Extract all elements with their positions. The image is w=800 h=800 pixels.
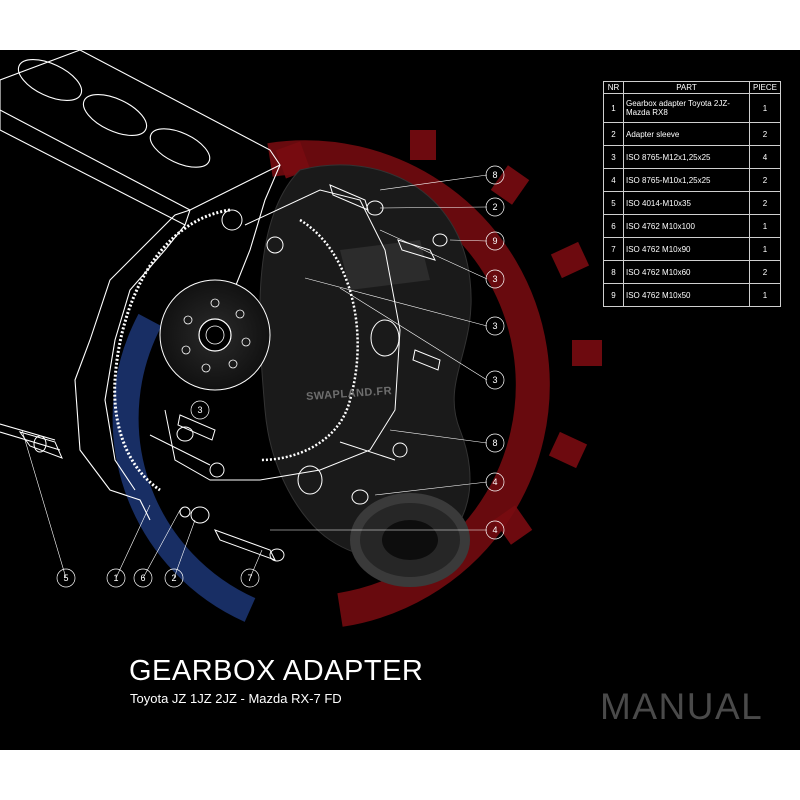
callout-8-bottom: 8 <box>492 438 497 448</box>
manual-label: MANUAL <box>600 686 764 727</box>
table-row: 9 ISO 4762 M10x50 1 <box>603 283 781 307</box>
page-subtitle: Toyota JZ 1JZ 2JZ - Mazda RX-7 FD <box>130 691 342 706</box>
callout-3-c: 3 <box>492 375 497 385</box>
table-row: 7 ISO 4762 M10x90 1 <box>603 237 781 261</box>
cell-nr: 7 <box>603 237 624 261</box>
cell-piece: 4 <box>749 145 781 169</box>
cell-part: ISO 4762 M10x100 <box>623 214 750 238</box>
exploded-view-drawing: 8 2 9 3 3 3 8 4 4 3 5 1 6 2 7 <box>0 50 602 627</box>
cell-nr: 4 <box>603 168 624 192</box>
leader-lines <box>21 174 488 579</box>
table-row: 3 ISO 8765-M12x1,25x25 4 <box>603 145 781 169</box>
callout-circles <box>56 165 505 588</box>
engine-block <box>0 50 281 521</box>
cell-nr: 5 <box>603 191 624 215</box>
callout-2-bottom: 2 <box>171 573 176 583</box>
callout-8-top: 8 <box>492 170 497 180</box>
table-row: 5 ISO 4014-M10x35 2 <box>603 191 781 215</box>
fasteners <box>18 184 448 562</box>
table-row: 1 Gearbox adapter Toyota 2JZ-Mazda RX8 1 <box>603 93 781 123</box>
callout-4-a: 4 <box>492 477 497 487</box>
page-title: GEARBOX ADAPTER <box>129 655 424 687</box>
cell-part: Adapter sleeve <box>623 122 750 146</box>
flywheel <box>159 279 271 391</box>
callout-9: 9 <box>492 236 497 246</box>
cell-nr: 9 <box>603 283 624 307</box>
cell-part: Gearbox adapter Toyota 2JZ-Mazda RX8 <box>623 93 750 123</box>
cell-part: ISO 8765-M10x1,25x25 <box>623 168 750 192</box>
callout-7: 7 <box>247 573 252 583</box>
cell-piece: 2 <box>749 260 781 284</box>
cell-piece: 2 <box>749 191 781 215</box>
cell-nr: 1 <box>603 93 624 123</box>
callout-3-a: 3 <box>492 274 497 284</box>
drawing-sheet: 8 2 9 3 3 3 8 4 4 3 5 1 6 2 7 SWAPLAND.F… <box>0 50 800 750</box>
cell-piece: 1 <box>749 93 781 123</box>
cell-nr: 3 <box>603 145 624 169</box>
callout-5: 5 <box>63 573 68 583</box>
parts-table: NR PART PIECE 1 Gearbox adapter Toyota 2… <box>603 81 781 307</box>
cell-nr: 8 <box>603 260 624 284</box>
callout-3-d: 3 <box>197 405 202 415</box>
cell-part: ISO 8765-M12x1,25x25 <box>623 145 750 169</box>
table-row: 2 Adapter sleeve 2 <box>603 122 781 146</box>
parts-table-header: NR PART PIECE <box>603 81 781 94</box>
cell-nr: 6 <box>603 214 624 238</box>
cell-piece: 1 <box>749 214 781 238</box>
header-piece: PIECE <box>749 81 781 94</box>
header-part: PART <box>623 81 750 94</box>
callout-3-b: 3 <box>492 321 497 331</box>
cell-piece: 2 <box>749 122 781 146</box>
adapter-plate <box>164 189 401 495</box>
table-row: 4 ISO 8765-M10x1,25x25 2 <box>603 168 781 192</box>
cell-piece: 1 <box>749 283 781 307</box>
callout-4-b: 4 <box>492 525 497 535</box>
callout-2-top: 2 <box>492 202 497 212</box>
cell-part: ISO 4014-M10x35 <box>623 191 750 215</box>
cell-piece: 1 <box>749 237 781 261</box>
table-row: 6 ISO 4762 M10x100 1 <box>603 214 781 238</box>
cell-part: ISO 4762 M10x50 <box>623 283 750 307</box>
callout-1: 1 <box>113 573 118 583</box>
logo-silhouette <box>259 164 472 587</box>
table-row: 8 ISO 4762 M10x60 2 <box>603 260 781 284</box>
header-nr: NR <box>603 81 624 94</box>
cell-piece: 2 <box>749 168 781 192</box>
cell-nr: 2 <box>603 122 624 146</box>
callout-6: 6 <box>140 573 145 583</box>
cell-part: ISO 4762 M10x60 <box>623 260 750 284</box>
cell-part: ISO 4762 M10x90 <box>623 237 750 261</box>
